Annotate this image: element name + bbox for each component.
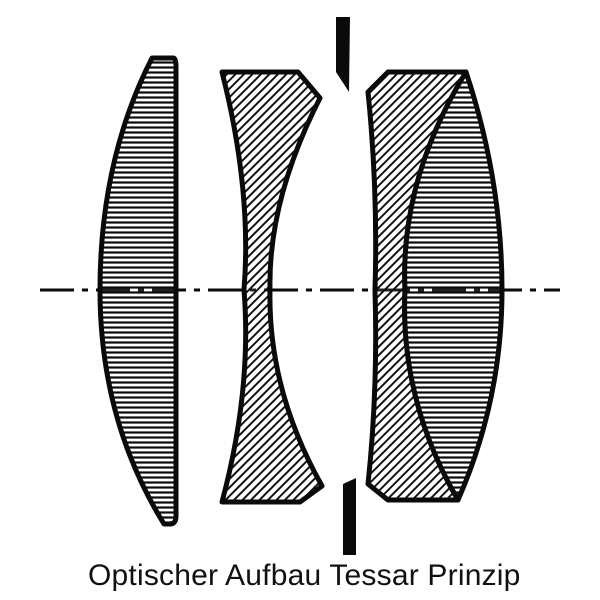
rear-doublet-rear-element (402, 69, 505, 503)
middle-concave-lens (219, 69, 325, 505)
aperture-stop-top (336, 17, 350, 92)
aperture-stop-bottom (343, 478, 356, 555)
diagram-caption: Optischer Aufbau Tessar Prinzip (88, 559, 521, 592)
